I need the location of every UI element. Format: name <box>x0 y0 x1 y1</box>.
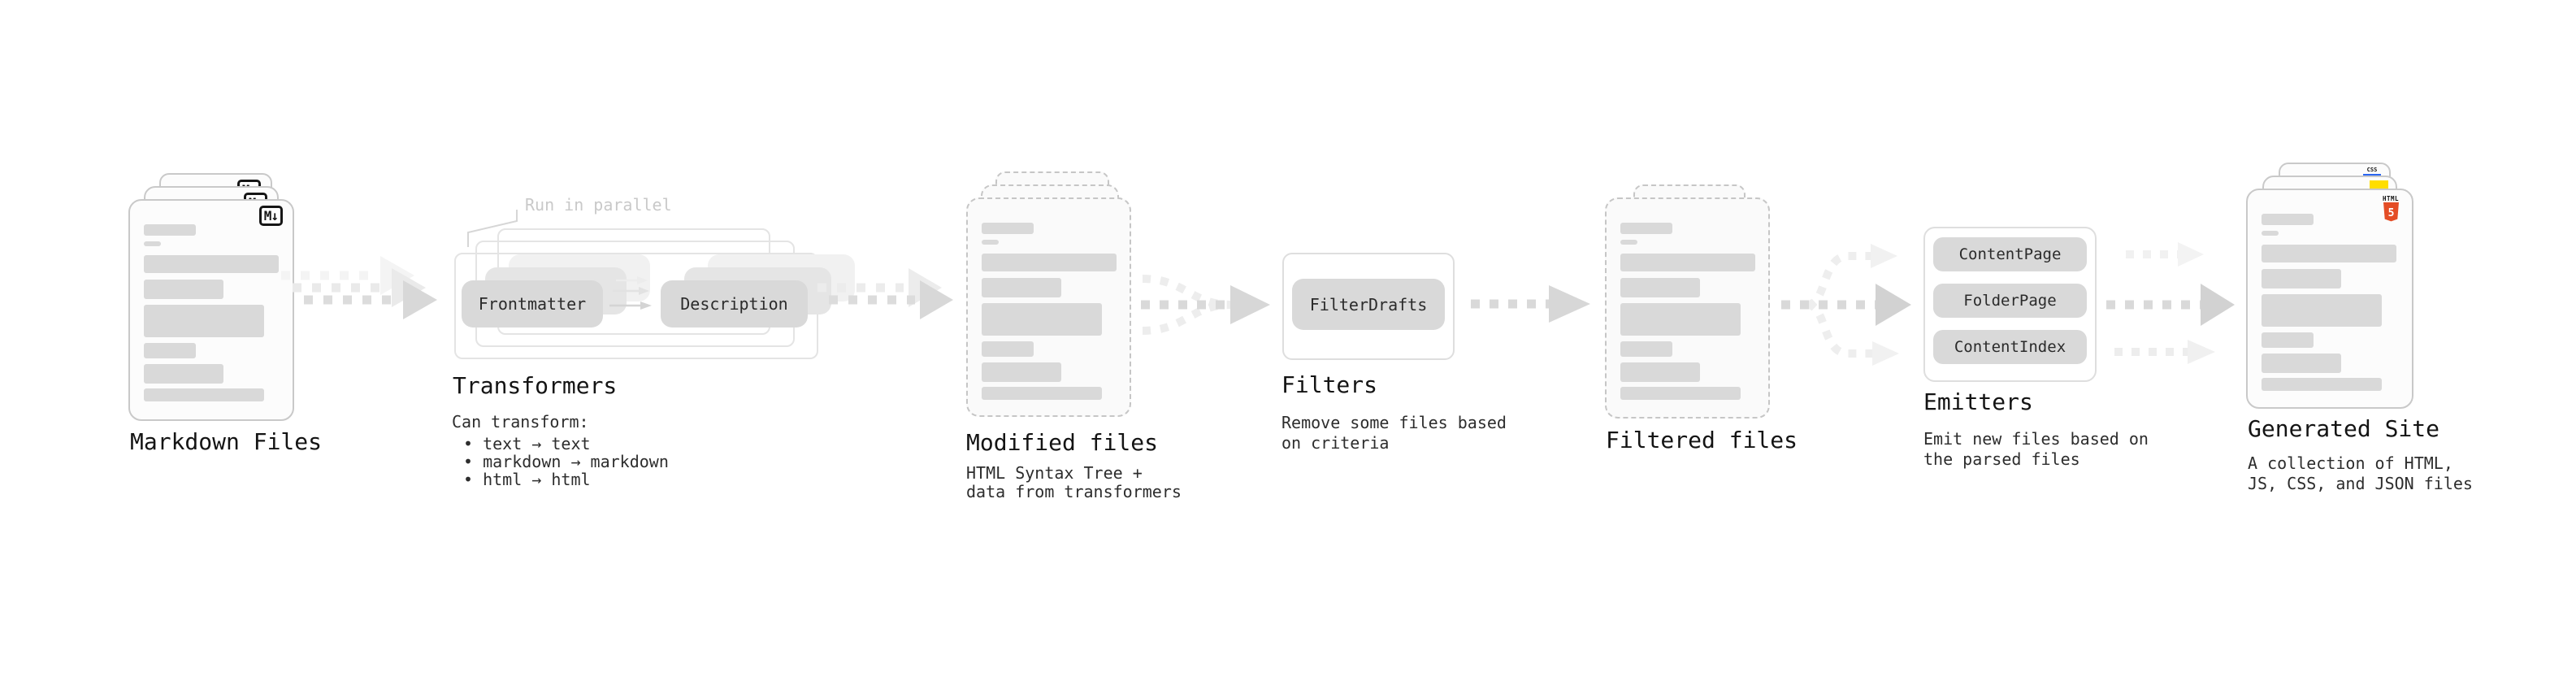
html5-number: 5 <box>2387 207 2394 219</box>
stage-title-markdown-files: Markdown Files <box>130 428 323 455</box>
stage-title-generated-site: Generated Site <box>2248 415 2440 442</box>
text-line-bar <box>982 254 1117 271</box>
text-line-bar <box>2262 269 2341 288</box>
css-underline <box>2363 174 2381 176</box>
file-card-front: HTML 5 <box>2246 189 2413 409</box>
text-line-bar <box>2262 214 2314 225</box>
css-icon: CSS <box>2362 167 2382 176</box>
transform-bullet: html → html <box>463 470 590 489</box>
text-line-bar <box>2262 378 2382 391</box>
html5-badge-label: HTML <box>2382 195 2400 202</box>
flow-arrow-split-icon <box>1781 244 1911 366</box>
html5-icon: HTML 5 <box>2380 196 2401 225</box>
filters-caption-line2: on criteria <box>1281 433 1390 453</box>
text-line-bar <box>982 303 1102 336</box>
filters-caption-line1: Remove some files based <box>1281 413 1507 432</box>
text-line-bar <box>1620 341 1672 357</box>
stage-title-emitters: Emitters <box>1923 388 2033 415</box>
text-line-bar <box>144 280 223 299</box>
generated-caption-line1: A collection of HTML, <box>2248 453 2453 473</box>
markdown-icon: M↓ <box>258 206 283 226</box>
stage-title-filters: Filters <box>1281 371 1378 398</box>
text-line-bar <box>982 223 1034 234</box>
text-line-bar <box>1620 362 1700 382</box>
flow-arrow-icon <box>817 268 953 319</box>
text-line-bar <box>144 388 264 401</box>
emitter-pill-contentindex: ContentIndex <box>1933 330 2087 364</box>
text-line-bar <box>144 241 161 246</box>
text-line-bar <box>1620 387 1741 400</box>
text-line-bar <box>982 362 1061 382</box>
modified-caption-line1: HTML Syntax Tree + <box>966 463 1143 483</box>
text-line-bar <box>1620 223 1672 234</box>
html5-shield-icon: 5 <box>2383 202 2399 222</box>
transformer-pill-frontmatter: Frontmatter <box>462 280 603 327</box>
generated-caption-line2: JS, CSS, and JSON files <box>2248 474 2473 493</box>
stage-title-transformers: Transformers <box>453 372 618 399</box>
emitter-pill-contentpage: ContentPage <box>1933 237 2087 271</box>
js-icon <box>2370 180 2388 189</box>
text-line-bar <box>144 255 279 273</box>
text-line-bar <box>2262 354 2341 373</box>
text-line-bar <box>2262 332 2314 348</box>
css-badge-label: CSS <box>2366 167 2378 173</box>
text-line-bar <box>144 364 223 384</box>
parallel-arrows-icon <box>609 276 652 310</box>
flow-arrow-merge-icon <box>1141 275 1270 335</box>
file-card-front: M↓ <box>128 199 294 421</box>
flow-arrows-parallel-icon <box>2106 242 2235 364</box>
flow-arrow-icon <box>1471 285 1590 323</box>
run-in-parallel-annotation: Run in parallel <box>525 195 672 215</box>
text-line-bar <box>144 343 196 358</box>
text-line-bar <box>982 278 1061 297</box>
text-line-bar <box>144 305 264 337</box>
transformer-pill-description: Description <box>661 280 808 327</box>
callout-line-icon <box>467 210 518 247</box>
text-line-bar <box>2262 231 2279 236</box>
text-line-bar <box>1620 278 1700 297</box>
flow-arrow-icon <box>281 256 437 319</box>
text-line-bar <box>1620 303 1741 336</box>
transformers-caption: Can transform: <box>452 412 589 432</box>
text-line-bar <box>982 240 999 245</box>
file-card-front <box>966 197 1131 417</box>
stage-title-filtered-files: Filtered files <box>1606 427 1798 453</box>
text-line-bar <box>982 341 1034 357</box>
emitter-pill-folderpage: FolderPage <box>1933 284 2087 318</box>
stage-title-modified-files: Modified files <box>966 429 1159 456</box>
transform-bullet: markdown → markdown <box>463 452 669 471</box>
text-line-bar <box>2262 245 2396 262</box>
filter-pill-filterdrafts: FilterDrafts <box>1292 279 1445 330</box>
transform-bullet: text → text <box>463 434 590 453</box>
modified-caption-line2: data from transformers <box>966 482 1182 501</box>
text-line-bar <box>1620 254 1755 271</box>
emitters-caption-line1: Emit new files based on <box>1923 429 2149 449</box>
file-card-front <box>1605 197 1770 419</box>
text-line-bar <box>144 224 196 236</box>
emitters-caption-line2: the parsed files <box>1923 449 2080 469</box>
text-line-bar <box>2262 294 2382 327</box>
text-line-bar <box>1620 240 1637 245</box>
text-line-bar <box>982 387 1102 400</box>
